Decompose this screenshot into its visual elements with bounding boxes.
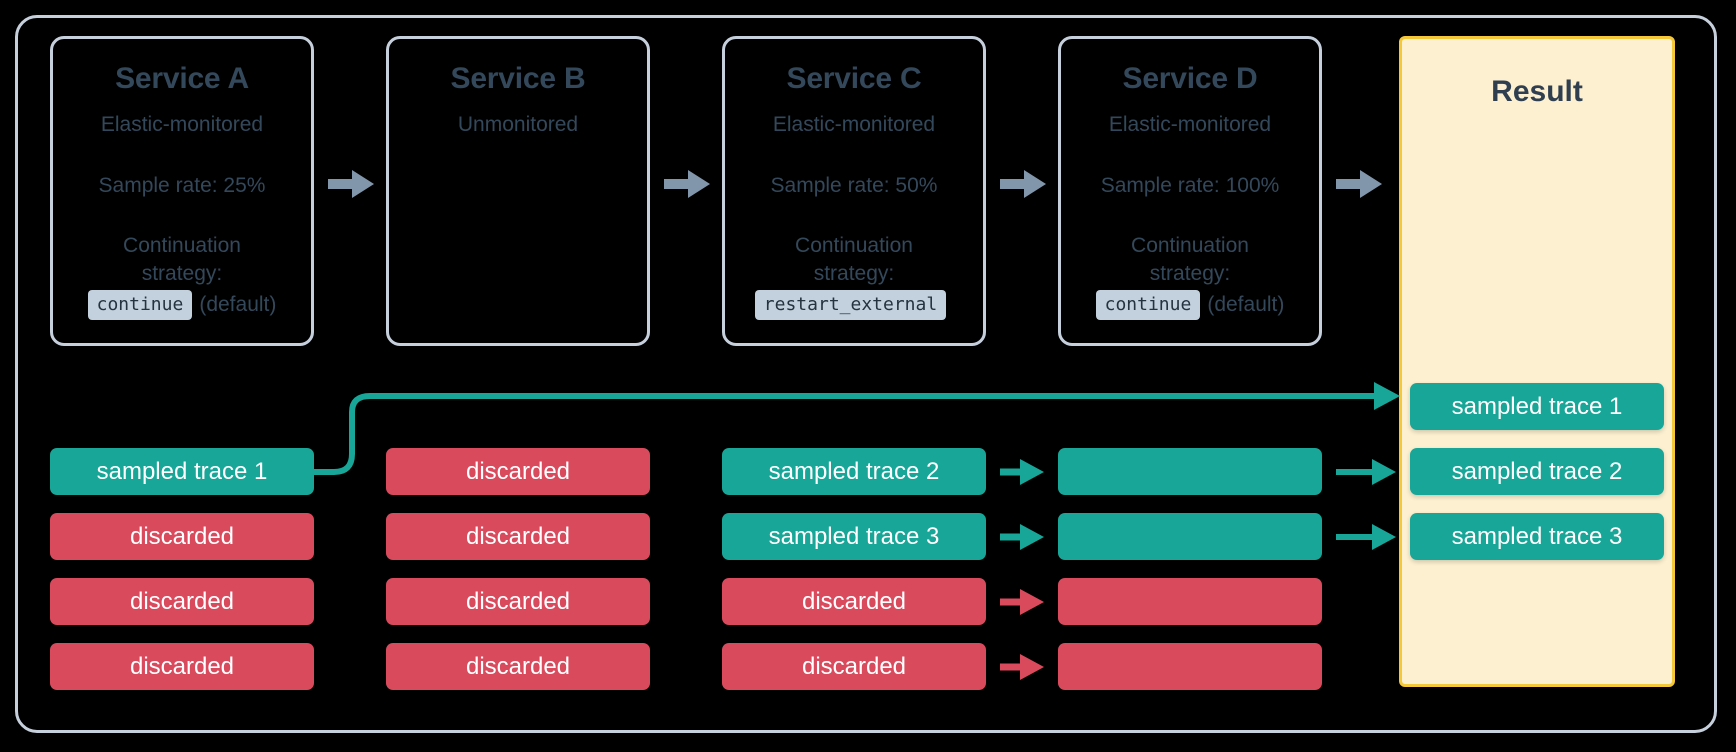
result-trace-box-1: sampled trace 1 bbox=[1410, 383, 1664, 430]
arrow-service-c-to-d bbox=[1000, 170, 1046, 198]
trace-box-b-2: discarded bbox=[386, 513, 650, 560]
service-monitoring-status: Unmonitored bbox=[457, 113, 579, 136]
service-strategy-value: continue bbox=[1095, 290, 1201, 320]
service-strategy-note: (default) bbox=[199, 293, 277, 316]
trace-label: discarded bbox=[465, 587, 571, 615]
trace-label: discarded bbox=[801, 652, 907, 680]
trace-box-b-4: discarded bbox=[386, 643, 650, 690]
result-trace-label: sampled trace 1 bbox=[1451, 392, 1623, 420]
service-strategy-value: restart_external bbox=[754, 290, 947, 320]
service-strategy-label-line1: Continuation bbox=[1131, 234, 1249, 257]
arrow-c2-to-d2 bbox=[1000, 524, 1044, 550]
service-card-b: Service B Unmonitored bbox=[386, 36, 650, 346]
arrow-c1-to-d1 bbox=[1000, 459, 1044, 485]
result-trace-box-3: sampled trace 3 bbox=[1410, 513, 1664, 560]
service-strategy-note: (default) bbox=[1207, 293, 1285, 316]
trace-label: discarded bbox=[129, 522, 235, 550]
result-trace-label: sampled trace 3 bbox=[1451, 522, 1623, 550]
trace-box-b-1: discarded bbox=[386, 448, 650, 495]
arrow-d1-to-result2 bbox=[1336, 459, 1396, 485]
trace-label: discarded bbox=[465, 457, 571, 485]
trace-box-a-3: discarded bbox=[50, 578, 314, 625]
service-monitoring-status: Elastic-monitored bbox=[1108, 113, 1272, 136]
service-card-c: Service C Elastic-monitored Sample rate:… bbox=[722, 36, 986, 346]
trace-label: discarded bbox=[801, 587, 907, 615]
service-monitoring-status: Elastic-monitored bbox=[772, 113, 936, 136]
trace-label: sampled trace 3 bbox=[768, 522, 940, 550]
trace-box-d-2 bbox=[1058, 513, 1322, 560]
trace-label: sampled trace 1 bbox=[96, 457, 268, 485]
trace-label: discarded bbox=[465, 522, 571, 550]
service-strategy-row: continue (default) bbox=[1061, 290, 1319, 320]
service-strategy-label-line1: Continuation bbox=[795, 234, 913, 257]
service-strategy-value: continue bbox=[87, 290, 193, 320]
trace-box-a-2: discarded bbox=[50, 513, 314, 560]
service-strategy-label-line1: Continuation bbox=[123, 234, 241, 257]
arrow-c4-to-d4 bbox=[1000, 654, 1044, 680]
result-trace-label: sampled trace 2 bbox=[1451, 457, 1623, 485]
service-title: Service B bbox=[450, 62, 586, 95]
service-card-d: Service D Elastic-monitored Sample rate:… bbox=[1058, 36, 1322, 346]
trace-box-c-3: discarded bbox=[722, 578, 986, 625]
trace-box-d-1 bbox=[1058, 448, 1322, 495]
service-strategy-label-line2: strategy: bbox=[813, 262, 895, 285]
service-title: Service A bbox=[115, 62, 249, 95]
service-strategy-label-line2: strategy: bbox=[141, 262, 223, 285]
trace-box-a-4: discarded bbox=[50, 643, 314, 690]
arrow-service-b-to-c bbox=[664, 170, 710, 198]
service-strategy-row: continue (default) bbox=[53, 290, 311, 320]
trace-box-d-4 bbox=[1058, 643, 1322, 690]
service-title: Service C bbox=[786, 62, 922, 95]
result-panel: Result bbox=[1399, 36, 1675, 687]
trace-label: sampled trace 2 bbox=[768, 457, 940, 485]
trace-box-c-2: sampled trace 3 bbox=[722, 513, 986, 560]
trace-label: discarded bbox=[465, 652, 571, 680]
service-monitoring-status: Elastic-monitored bbox=[100, 113, 264, 136]
trace-box-c-4: discarded bbox=[722, 643, 986, 690]
service-sample-rate: Sample rate: 100% bbox=[1100, 174, 1280, 197]
service-strategy-label-line2: strategy: bbox=[1149, 262, 1231, 285]
trace-box-c-1: sampled trace 2 bbox=[722, 448, 986, 495]
arrow-service-a-to-b bbox=[328, 170, 374, 198]
result-trace-box-2: sampled trace 2 bbox=[1410, 448, 1664, 495]
trace-box-a-1: sampled trace 1 bbox=[50, 448, 314, 495]
trace-label: discarded bbox=[129, 587, 235, 615]
arrow-service-d-to-result bbox=[1336, 170, 1382, 198]
arrow-c3-to-d3 bbox=[1000, 589, 1044, 615]
trace-box-b-3: discarded bbox=[386, 578, 650, 625]
service-sample-rate: Sample rate: 50% bbox=[770, 174, 938, 197]
arrow-d2-to-result3 bbox=[1336, 524, 1396, 550]
service-strategy-row: restart_external bbox=[725, 290, 983, 320]
trace-box-d-3 bbox=[1058, 578, 1322, 625]
service-title: Service D bbox=[1122, 62, 1258, 95]
trace-label: discarded bbox=[129, 652, 235, 680]
service-card-a: Service A Elastic-monitored Sample rate:… bbox=[50, 36, 314, 346]
result-title: Result bbox=[1491, 75, 1583, 108]
service-sample-rate: Sample rate: 25% bbox=[98, 174, 266, 197]
